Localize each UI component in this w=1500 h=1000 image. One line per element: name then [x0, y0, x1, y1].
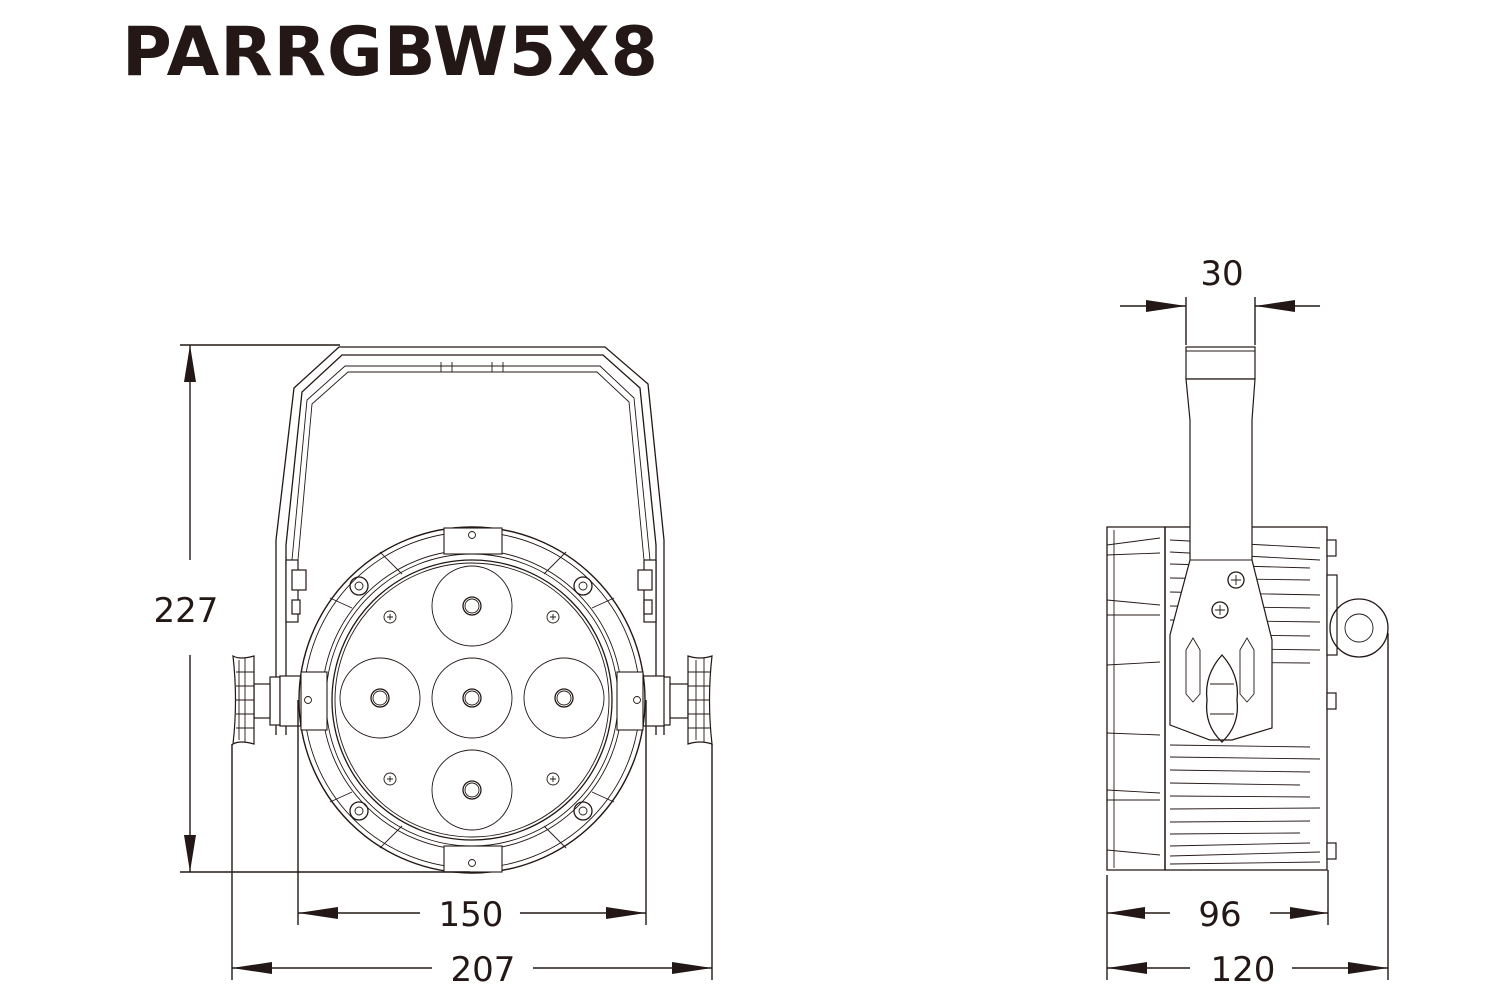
knob-right [659, 655, 713, 745]
corner-screws [349, 576, 593, 821]
side-view: 30 96 120 [1106, 254, 1389, 990]
dim-bracket-width-label: 30 [1200, 254, 1243, 294]
yoke-nut-left [285, 559, 307, 623]
fixture-body [298, 526, 646, 874]
led-lenses [339, 565, 605, 831]
dimension-body-width: 150 [297, 700, 647, 935]
dim-height-label: 227 [154, 591, 219, 631]
dim-body-width-label: 150 [439, 895, 504, 935]
dim-body-depth-label: 96 [1198, 895, 1241, 935]
yoke-bracket [275, 346, 665, 735]
front-view: 227 150 207 [154, 344, 713, 990]
hanging-bracket [1169, 346, 1273, 743]
dimension-overall-width: 207 [231, 744, 713, 990]
dim-overall-depth-label: 120 [1211, 950, 1276, 990]
dimension-height: 227 [154, 344, 470, 873]
knob-left [232, 654, 281, 746]
product-title: PARRGBW5X8 [122, 13, 659, 92]
dim-overall-width-label: 207 [451, 950, 516, 990]
dimension-bracket-width: 30 [1120, 254, 1320, 345]
dimension-body-depth: 96 [1106, 870, 1329, 980]
safety-ring [1329, 598, 1389, 980]
yoke-nut-right [637, 559, 657, 623]
dimension-overall-depth: 120 [1107, 950, 1388, 990]
phillips-screws [383, 610, 560, 786]
